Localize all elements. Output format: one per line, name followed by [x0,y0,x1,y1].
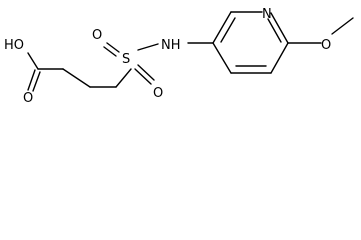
bond-hydroxyl-carbon [27,52,39,70]
bond-carbonyl-double-2 [32,71,41,92]
bond-carbonyl-double-1 [27,69,36,91]
structure-diagram: HO O O S O NH N O [4,7,354,106]
bond-sulfur-oxygen-bottom-1 [137,64,155,81]
bond-sulfur-oxygen-left-2 [103,46,117,57]
ring-inner-bond-left [220,17,236,43]
sulfur-label: S [122,52,130,67]
bond-sulfur-oxygen-bottom-2 [134,68,152,85]
ring-bond-c3-c2 [212,11,232,44]
molecule-canvas: HO O O S O NH N O [4,7,354,106]
ring-bond-c6-c5 [270,42,289,74]
ring-bond-n1-c6 [270,12,289,44]
methoxy-oxygen-label: O [321,38,331,53]
sulfonyl-oxygen-left-label: O [92,28,102,43]
pyridine-nitrogen-label: N [262,7,272,22]
amine-label: NH [161,38,181,53]
bond-c2-c3 [62,68,91,88]
hydroxyl-label: HO [4,38,24,53]
bond-c4-sulfur [115,68,132,88]
ring-bond-c4-c3 [212,42,232,74]
ring-inner-bond-right [267,18,282,43]
carbonyl-oxygen-label: O [23,91,33,106]
bond-methoxy-methyl [331,17,354,35]
sulfonyl-oxygen-bottom-label: O [153,86,163,101]
bond-sulfur-oxygen-left-1 [106,42,120,53]
bond-sulfur-nitrogen [137,43,159,51]
